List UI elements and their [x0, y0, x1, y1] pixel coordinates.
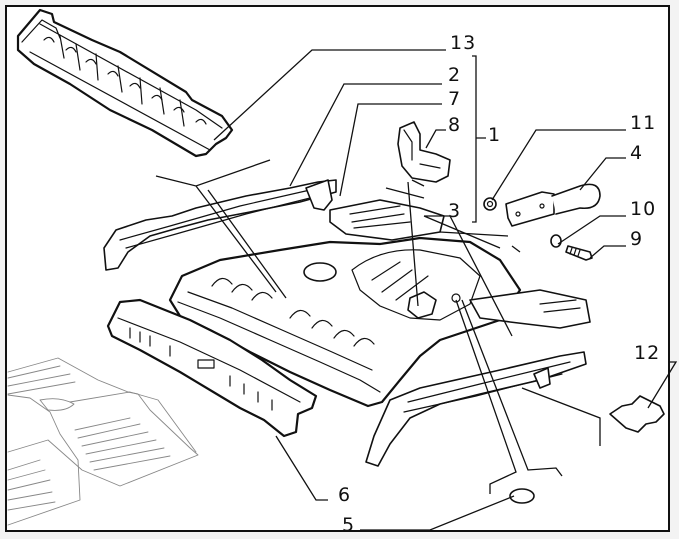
main-floor-pan: [168, 236, 591, 408]
part-4-tow-hook: [505, 183, 601, 227]
part-10-washer: [550, 234, 562, 248]
part-11-nut: [483, 197, 497, 211]
callout-8: 8: [448, 114, 462, 136]
callout-10: 10: [630, 198, 657, 220]
part-13-crossmember: [16, 8, 234, 158]
part-5-plug: [509, 488, 535, 504]
part-9-bolt: [565, 245, 593, 261]
callout-11: 11: [630, 112, 657, 134]
callout-3: 3: [448, 200, 462, 222]
callout-4: 4: [630, 142, 644, 164]
ghost-floor-outline: [7, 357, 199, 526]
callout-9: 9: [630, 228, 644, 250]
part-6-side-member: [106, 298, 318, 438]
right-rail: [365, 351, 587, 467]
callout-5: 5: [342, 514, 356, 536]
leader-lines: [155, 49, 678, 531]
part-8-bracket: [397, 121, 451, 183]
callout-13: 13: [450, 32, 477, 54]
callout-6: 6: [338, 484, 352, 506]
part-12-clip: [609, 395, 665, 433]
callout-1: 1: [488, 124, 502, 146]
callout-7: 7: [448, 88, 462, 110]
callout-2: 2: [448, 64, 462, 86]
part-7-panel: [329, 199, 445, 241]
callout-12: 12: [634, 342, 661, 364]
part-2-rail: [103, 179, 337, 271]
